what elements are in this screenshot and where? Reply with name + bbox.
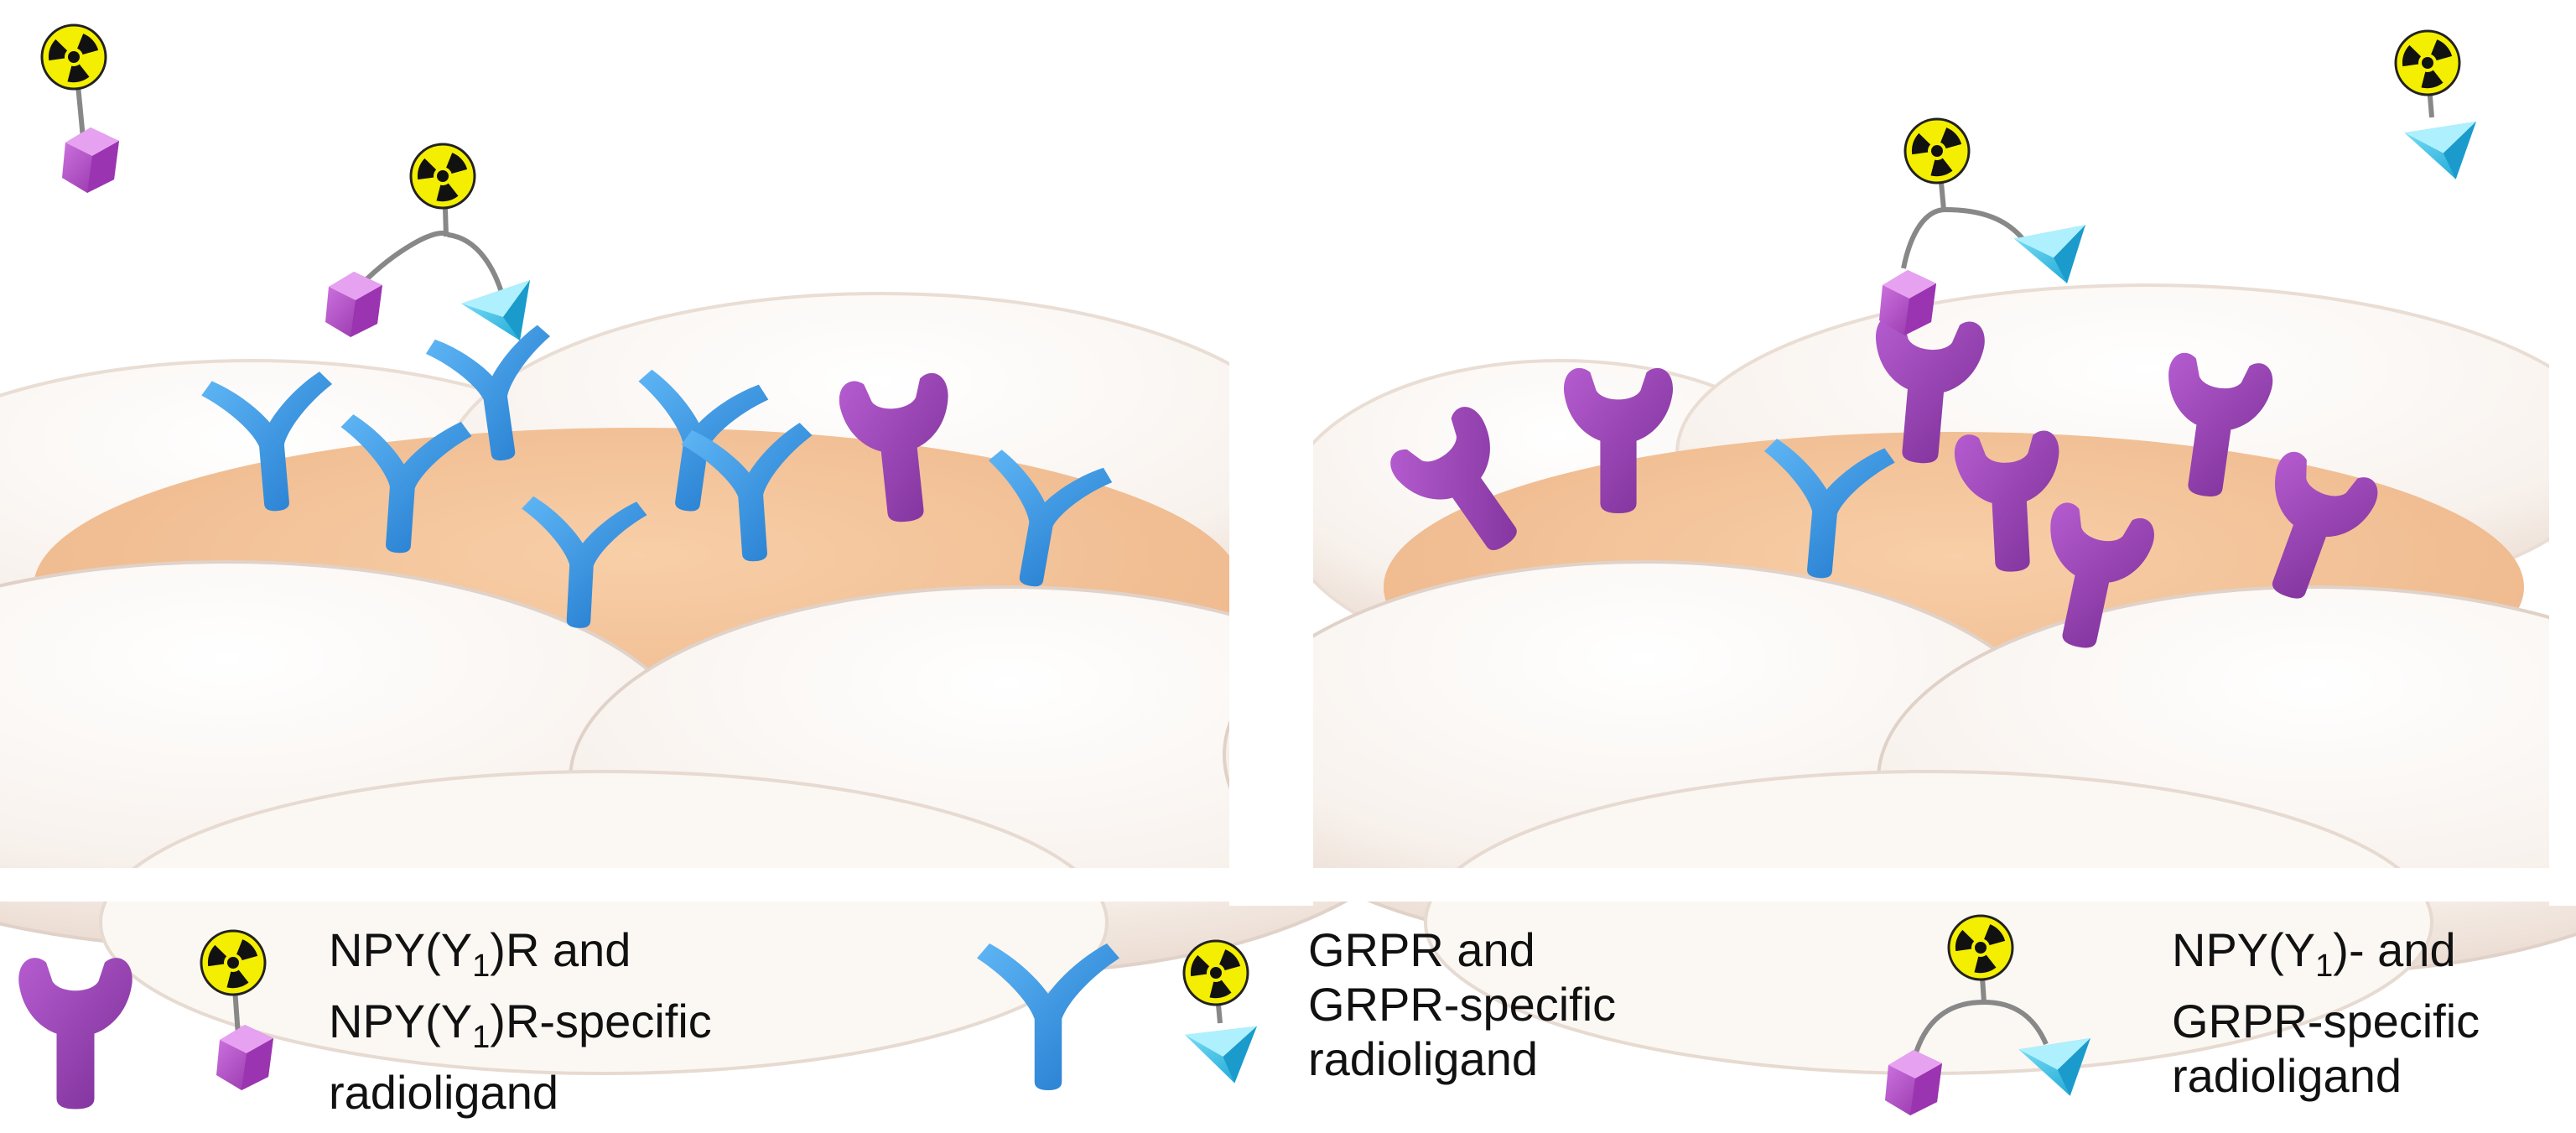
- dual-radioligand-icon: [1885, 914, 2090, 1115]
- legend-dual-line3: radioligand: [2172, 1049, 2402, 1103]
- left-panel: [0, 23, 1444, 1075]
- legend-npy-line1: NPY(Y1)R and: [329, 923, 631, 985]
- dual-radioligand: [325, 143, 530, 340]
- legend-dual-line1: NPY(Y1)- and: [2172, 923, 2456, 985]
- legend-npy-item: [18, 929, 273, 1110]
- legend-npy-line2: NPY(Y1)R-specific: [329, 995, 712, 1056]
- legend-dual-item: [1885, 914, 2090, 1115]
- legend-grpr-item: [977, 939, 1257, 1090]
- grpr-radioligand: [2393, 29, 2476, 181]
- cell-foreground: [0, 560, 1444, 1075]
- legend-npy-line3: radioligand: [329, 1066, 558, 1120]
- npy-receptor-icon: [18, 958, 132, 1110]
- grpr-radioligand-icon: [1176, 939, 1257, 1085]
- legend-dual-line2: GRPR-specific: [2172, 995, 2480, 1048]
- legend-grpr-line3: radioligand: [1308, 1032, 1538, 1085]
- legend-grpr-line2: GRPR-specific: [1308, 978, 1617, 1031]
- npy-radioligand: [39, 23, 119, 193]
- npy-radioligand-icon: [199, 929, 273, 1090]
- legend-grpr-line1: GRPR and: [1308, 923, 1535, 976]
- legend-grpr-label: GRPR and GRPR-specific radioligand: [1308, 923, 1616, 1086]
- dual-radioligand: [1879, 117, 2085, 335]
- right-panel: [1223, 29, 2576, 1075]
- legend-npy-label: NPY(Y1)R and NPY(Y1)R-specific radioliga…: [329, 923, 712, 1120]
- legend-dual-label: NPY(Y1)- and GRPR-specific radioligand: [2172, 923, 2480, 1103]
